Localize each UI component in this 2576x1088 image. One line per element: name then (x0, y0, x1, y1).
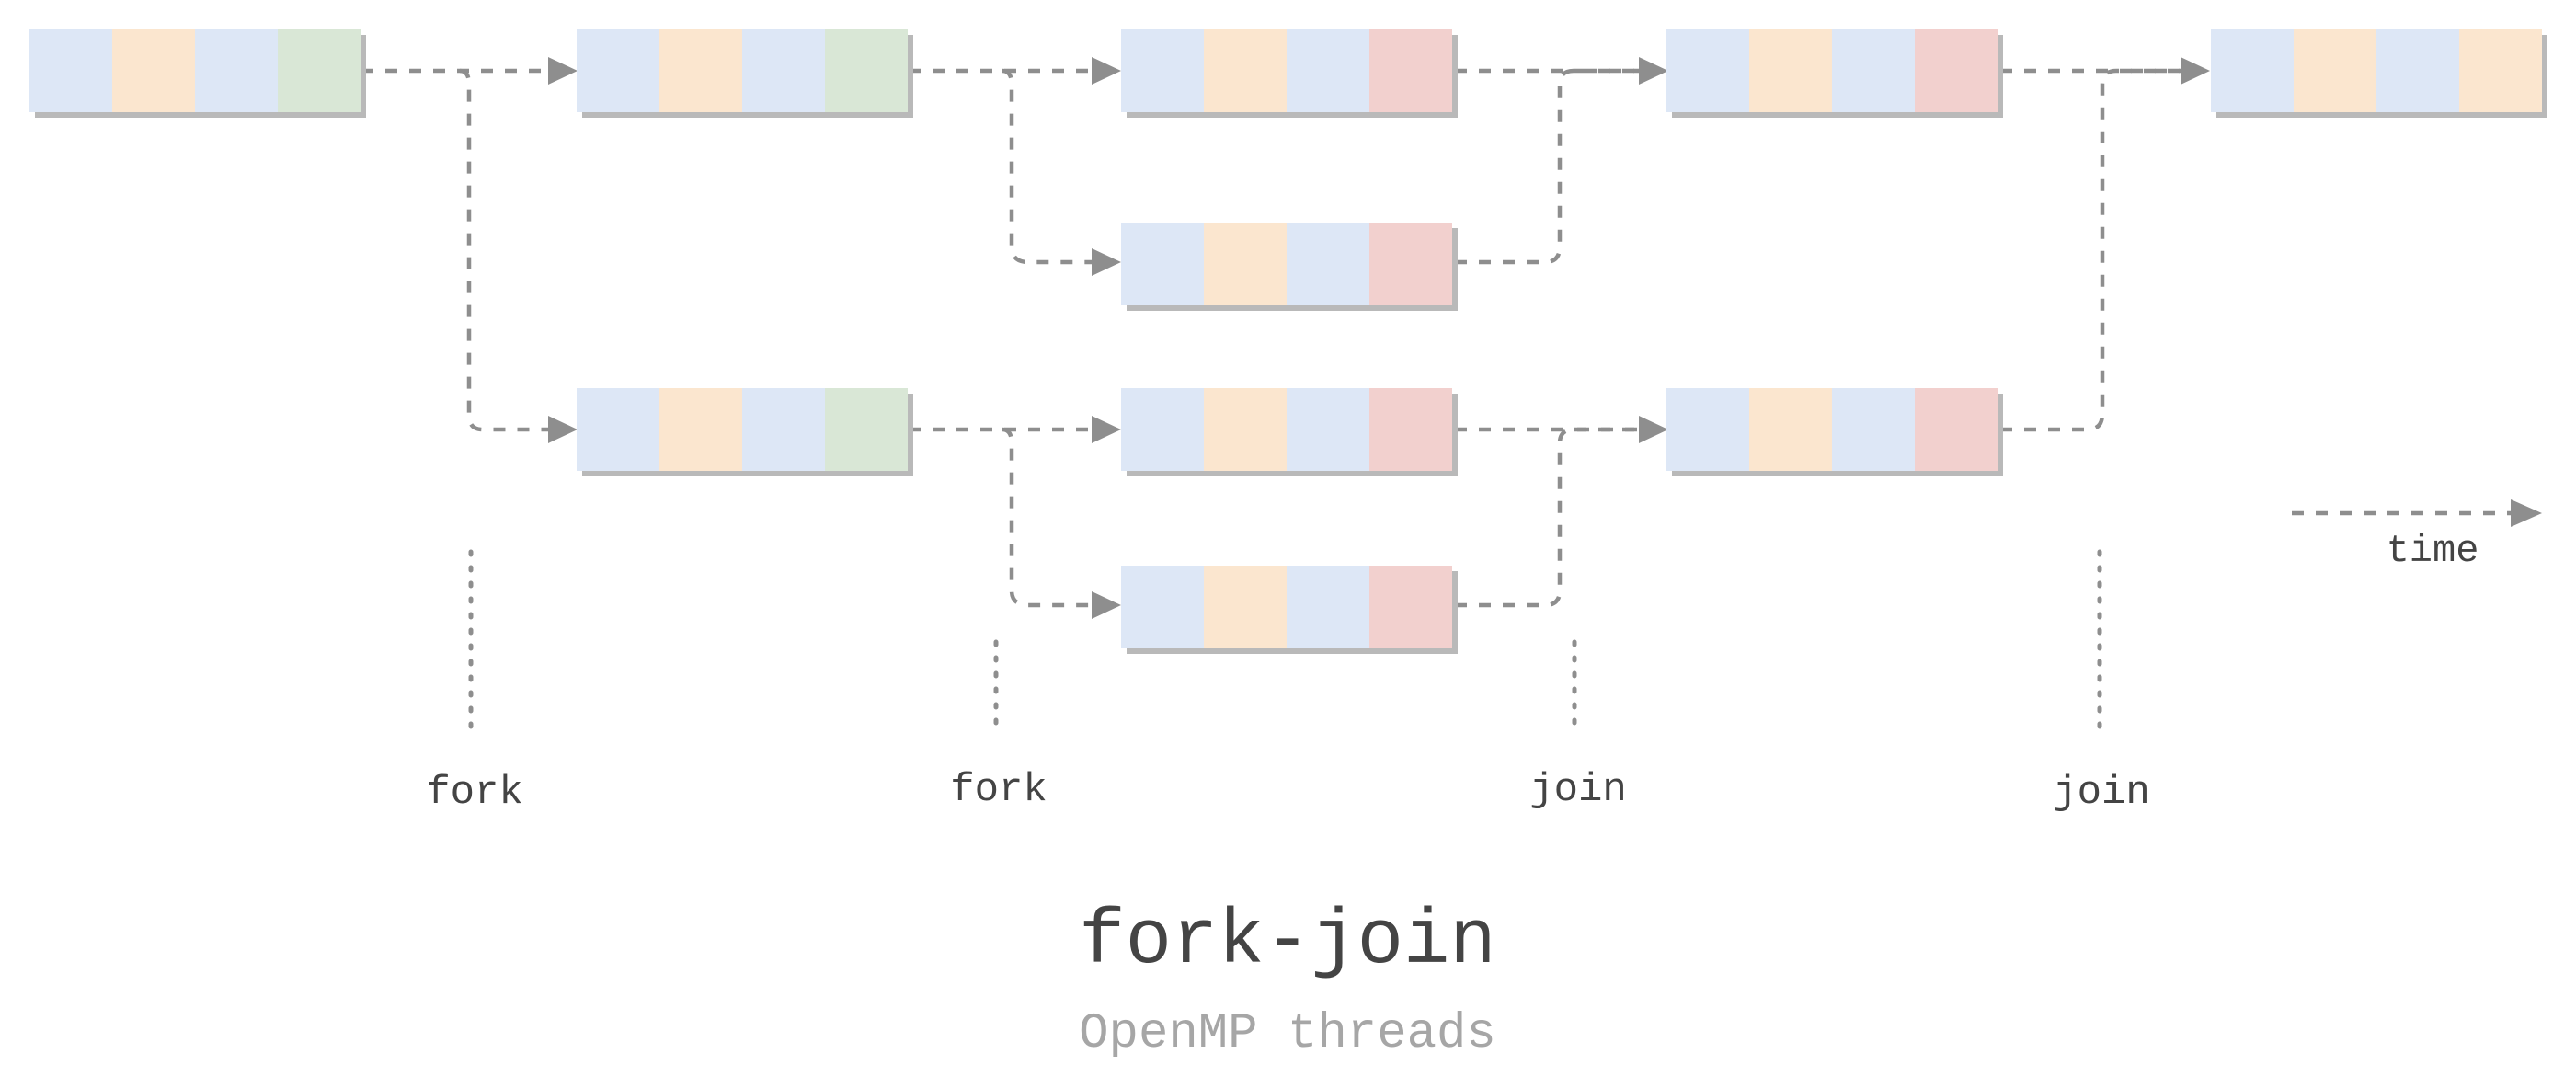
block-cell-blue (2211, 29, 2294, 112)
phase-label-join-2: join (2053, 770, 2150, 816)
flow-thread4-to-worker3 (1455, 427, 1655, 608)
thread-blocks (29, 29, 2547, 654)
block-cell-blue (1832, 388, 1915, 471)
thread-block-master-3 (1121, 29, 1458, 118)
thread-block-master-1 (29, 29, 366, 118)
flow-master1-to-worker1 (459, 68, 563, 432)
arrowhead-thread4 (1092, 591, 1121, 619)
block-cell-orange (1204, 223, 1287, 305)
block-cell-orange (659, 388, 742, 471)
block-cell-red (1915, 388, 1998, 471)
arrowheads (548, 57, 2210, 619)
thread-block-thread-2 (1121, 223, 1458, 311)
diagram-title: fork-join (1079, 899, 1496, 986)
block-cell-blue (1121, 388, 1204, 471)
block-cell-blue (1121, 566, 1204, 648)
phase-label-join-1: join (1529, 767, 1627, 813)
flow-master2-to-thread2 (1002, 68, 1106, 265)
block-cell-blue (1666, 388, 1749, 471)
arrowhead-master2 (548, 57, 578, 85)
block-cell-blue (1287, 29, 1369, 112)
block-cell-blue (1832, 29, 1915, 112)
thread-block-master-2 (577, 29, 913, 118)
block-cell-red (1369, 566, 1452, 648)
block-cell-blue (1287, 388, 1369, 471)
flow-worker3-to-master5 (2000, 68, 2201, 432)
thread-block-worker-3 (1666, 388, 2003, 476)
block-cell-blue (2376, 29, 2459, 112)
block-cell-orange (1204, 29, 1287, 112)
block-cell-green (278, 29, 361, 112)
thread-block-master-4 (1666, 29, 2003, 118)
arrowhead-worker3 (1639, 416, 1668, 443)
block-cell-blue (1287, 223, 1369, 305)
time-legend: time (2292, 499, 2542, 573)
phase-guides (468, 549, 2102, 729)
block-cell-blue (742, 388, 825, 471)
time-arrow-icon (2511, 499, 2542, 527)
block-cell-green (825, 29, 908, 112)
block-cell-orange (2294, 29, 2376, 112)
flow-thread2-to-master4 (1455, 68, 1655, 265)
block-cell-blue (1121, 29, 1204, 112)
block-cell-orange (1749, 29, 1832, 112)
block-cell-orange (2459, 29, 2542, 112)
thread-block-thread-4 (1121, 566, 1458, 654)
arrowhead-thread2 (1092, 248, 1121, 276)
thread-block-worker-1 (577, 388, 913, 476)
flow-worker1-to-thread4 (1002, 427, 1106, 608)
arrowhead-worker2 (1092, 416, 1121, 443)
connections (361, 68, 2201, 608)
thread-block-worker-2 (1121, 388, 1458, 476)
time-label: time (2387, 529, 2479, 573)
block-cell-blue (1287, 566, 1369, 648)
arrowhead-master3 (1092, 57, 1121, 85)
block-cell-orange (1204, 388, 1287, 471)
block-cell-orange (112, 29, 195, 112)
block-cell-red (1369, 388, 1452, 471)
block-cell-blue (195, 29, 278, 112)
block-cell-orange (1204, 566, 1287, 648)
block-cell-blue (742, 29, 825, 112)
phase-label-fork-1: fork (426, 770, 523, 816)
block-cell-blue (29, 29, 112, 112)
block-cell-orange (1749, 388, 1832, 471)
arrowhead-master5 (2181, 57, 2210, 85)
diagram-subtitle: OpenMP threads (1079, 1006, 1496, 1062)
block-cell-blue (577, 388, 659, 471)
arrowhead-worker1 (548, 416, 578, 443)
block-cell-blue (577, 29, 659, 112)
block-cell-red (1369, 29, 1452, 112)
block-cell-orange (659, 29, 742, 112)
thread-block-master-5 (2211, 29, 2547, 118)
block-cell-green (825, 388, 908, 471)
block-cell-red (1915, 29, 1998, 112)
block-cell-red (1369, 223, 1452, 305)
phase-labels: fork fork join join (426, 767, 2150, 816)
arrowhead-master4 (1639, 57, 1668, 85)
phase-label-fork-2: fork (950, 767, 1048, 813)
block-cell-blue (1121, 223, 1204, 305)
block-cell-blue (1666, 29, 1749, 112)
